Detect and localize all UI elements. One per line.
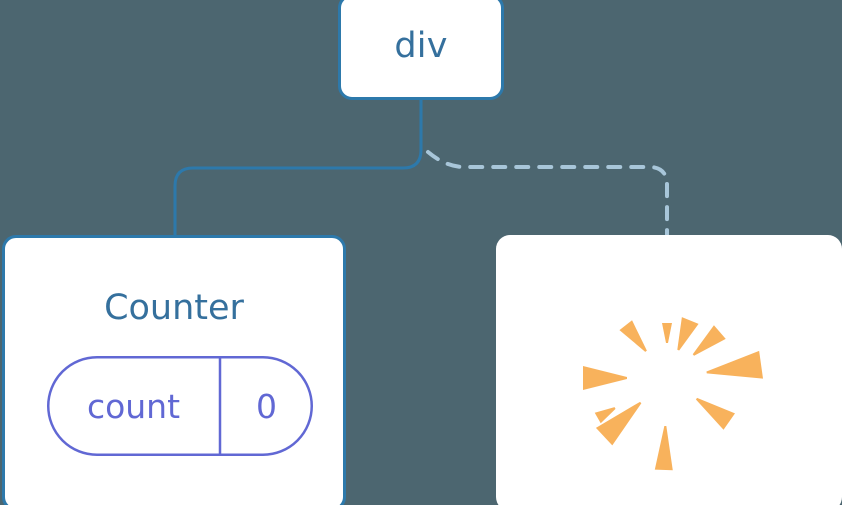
burst-ray-7 xyxy=(595,401,642,446)
burst-ray-9 xyxy=(654,425,673,471)
burst-ray-3 xyxy=(619,320,647,352)
burst-ray-10 xyxy=(594,407,616,424)
state-pill-count[interactable]: count 0 xyxy=(47,356,313,456)
tree-node-counter[interactable]: Counter count 0 xyxy=(2,235,346,505)
node-label-counter: Counter xyxy=(104,288,244,328)
state-pill-outline xyxy=(47,356,313,456)
edge-div-to-counter xyxy=(173,98,423,239)
burst-ray-1 xyxy=(677,317,699,351)
edge-div-to-burst xyxy=(426,150,669,240)
state-key-label: count xyxy=(86,386,181,426)
burst-ray-5 xyxy=(583,366,627,390)
burst-ray-2 xyxy=(662,323,672,343)
burst-ray-6 xyxy=(706,350,764,379)
sparkle-burst-icon xyxy=(583,317,764,471)
tree-node-burst[interactable] xyxy=(496,235,842,505)
burst-ray-4 xyxy=(692,325,726,356)
state-value-label: 0 xyxy=(256,386,277,426)
burst-ray-8 xyxy=(695,397,735,430)
node-label-div: div xyxy=(394,25,448,66)
tree-node-div[interactable]: div xyxy=(338,0,504,100)
